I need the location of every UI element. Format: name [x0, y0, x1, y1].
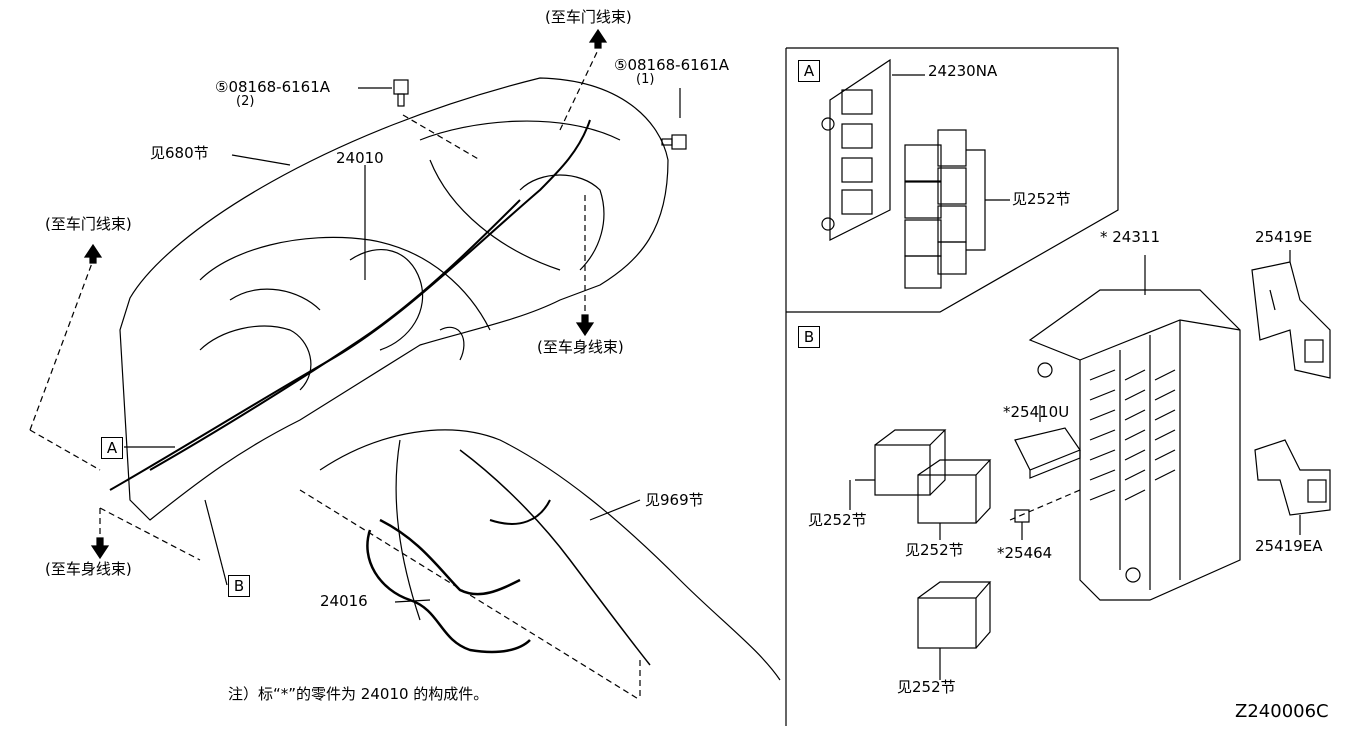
bolt-left-code: ⑤08168-6161A — [215, 78, 331, 96]
arrow-up-icon — [588, 28, 608, 49]
part-24230na-label: 24230NA — [928, 62, 998, 80]
bolt-left-icon — [393, 79, 409, 107]
part-24311-label: * 24311 — [1100, 228, 1160, 246]
bracket-25419e — [1251, 250, 1331, 379]
relay-b2 — [917, 459, 992, 540]
dashboard-outline — [119, 77, 669, 521]
note-text: 注）标“*”的零件为 24010 的构成件。 — [228, 685, 489, 703]
bolt-right-icon — [661, 134, 687, 150]
to-body-harness-left: (至车身线束) — [45, 560, 132, 578]
relay-b3 — [917, 581, 992, 680]
arrow-up-icon — [83, 243, 103, 264]
see-252-b2-label: 见252节 — [905, 541, 964, 559]
part-24016-label: 24016 — [320, 592, 368, 610]
part-25464-label: *25464 — [997, 544, 1053, 562]
callout-a: A — [101, 437, 123, 459]
relay-bracket-24230na — [821, 58, 925, 241]
diagram-code: Z240006C — [1235, 701, 1329, 722]
harness-24016 — [366, 529, 531, 654]
see-252-b3-label: 见252节 — [897, 678, 956, 696]
callout-b: B — [228, 575, 250, 597]
see-969-label: 见969节 — [645, 491, 704, 509]
relay-group-a — [904, 129, 1010, 289]
see-680-label: 见680节 — [150, 144, 209, 162]
to-door-harness-top: (至车门线束) — [545, 8, 632, 26]
bolt-right-code: ⑤08168-6161A — [614, 56, 730, 74]
section-a-border — [786, 47, 1119, 313]
part-24010-label: 24010 — [336, 149, 384, 167]
floor-console-outline — [319, 429, 781, 681]
bolt-right-qty: (1) — [636, 72, 655, 87]
arrow-down-icon — [90, 537, 110, 560]
to-body-harness-right: (至车身线束) — [537, 338, 624, 356]
part-25410u-label: *25410U — [1003, 403, 1070, 421]
arrow-down-icon — [575, 314, 595, 337]
section-b-box: B — [798, 326, 820, 348]
part-25419e-label: 25419E — [1255, 228, 1313, 246]
see-252-a-label: 见252节 — [1012, 190, 1071, 208]
part-25419ea-label: 25419EA — [1255, 537, 1323, 555]
fuse-25464 — [1014, 509, 1030, 540]
bracket-25419ea — [1254, 439, 1331, 535]
relay-25410u — [1014, 405, 1081, 479]
to-door-harness-left: (至车门线束) — [45, 215, 132, 233]
see-252-b1-label: 见252节 — [808, 511, 867, 529]
bolt-left-qty: (2) — [236, 94, 255, 109]
junction-box-24311 — [1028, 255, 1241, 601]
relay-b1 — [849, 429, 947, 510]
section-a-box: A — [798, 60, 820, 82]
